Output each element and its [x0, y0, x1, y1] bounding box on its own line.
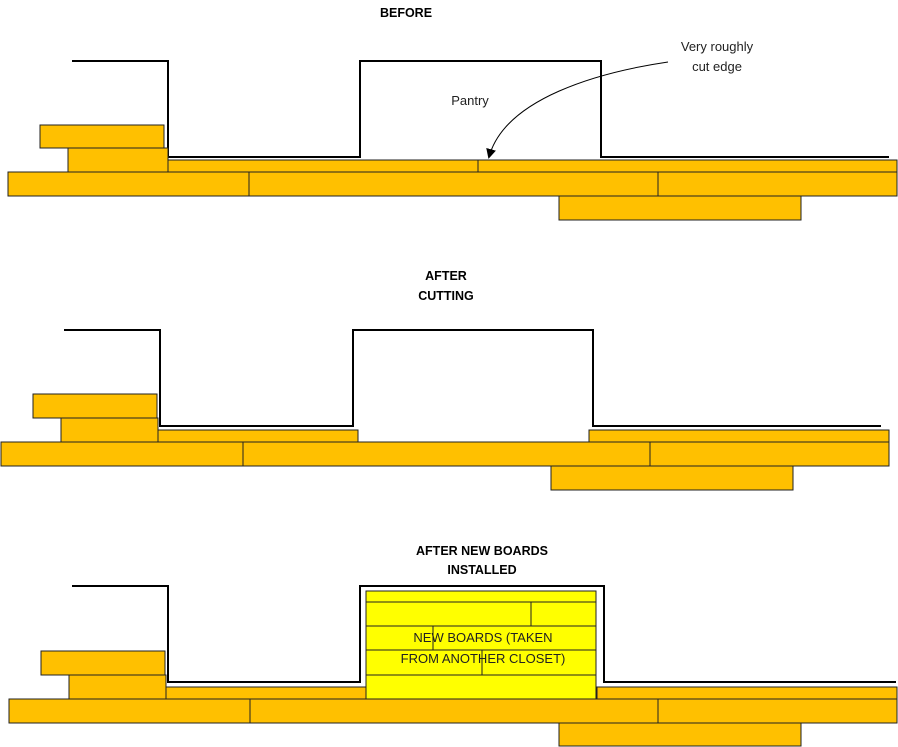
after-cutting-board-row3-c [649, 441, 890, 467]
after-cutting-board-row3-b [242, 441, 651, 467]
new-board-row-2a [365, 601, 532, 627]
new-board-row-4b [481, 649, 597, 676]
cut-edge-annotation-line1: Very roughly [681, 39, 754, 54]
after-cutting-board-row2-trimmed-left [157, 429, 359, 443]
new-board-row-1 [365, 590, 597, 603]
before-board-row3-c [657, 171, 898, 197]
after-new-board-row3-b [249, 698, 659, 724]
new-board-row-5 [365, 674, 597, 700]
after-new-board-row2-trimmed-left [165, 686, 367, 700]
after-cutting-board-row2-left [60, 417, 159, 443]
after-new-boards-floor-boards [8, 650, 898, 747]
after-cutting-board-row2-trimmed-right [588, 429, 890, 443]
before-board-row3-b [248, 171, 659, 197]
new-board-row-2b [530, 601, 597, 627]
before-floor-boards [7, 124, 898, 221]
after-new-board-top-left [40, 650, 166, 676]
after-new-boards-heading-line2: INSTALLED [447, 563, 516, 577]
after-cutting-heading-line1: AFTER [425, 269, 467, 283]
cut-edge-arrow [486, 61, 669, 159]
cut-edge-annotation-line2: cut edge [692, 59, 742, 74]
after-new-board-row2-trimmed-right [596, 686, 898, 700]
before-board-bottom [558, 195, 802, 221]
before-board-row2-left [67, 147, 169, 173]
before-board-row2-pantry-right [477, 159, 898, 173]
after-new-board-row3-a [8, 698, 251, 724]
before-panel: BEFORE Pantry Very roughly cut edge [7, 6, 898, 221]
after-new-board-bottom [558, 722, 802, 747]
after-new-boards-wall-outline [72, 585, 896, 683]
before-board-top-left [39, 124, 165, 149]
new-board-row-3b [432, 625, 597, 651]
after-new-boards-heading-line1: AFTER NEW BOARDS [416, 544, 548, 558]
before-board-row2-pantry-left [167, 159, 479, 173]
new-board-row-3a [365, 625, 434, 651]
after-cutting-wall-outline [64, 329, 881, 427]
before-heading: BEFORE [380, 6, 432, 20]
after-cutting-panel: AFTER CUTTING [0, 269, 890, 491]
after-cutting-floor-boards [0, 393, 890, 491]
after-cutting-board-bottom [550, 465, 794, 491]
new-boards-patch: NEW BOARDS (TAKEN FROM ANOTHER CLOSET) [365, 590, 597, 700]
new-boards-label-line1: NEW BOARDS (TAKEN [413, 630, 552, 645]
after-new-board-row3-c [657, 698, 898, 724]
after-new-board-row2-left [68, 674, 167, 700]
new-boards-label-line2: FROM ANOTHER CLOSET) [401, 651, 566, 666]
after-cutting-heading-line2: CUTTING [418, 289, 474, 303]
before-wall-outline [72, 60, 889, 158]
after-cutting-board-row3-a [0, 441, 244, 467]
after-new-boards-panel: AFTER NEW BOARDS INSTALLED NEW BOARDS (T… [8, 544, 898, 747]
before-board-row3-a [7, 171, 250, 197]
after-cutting-board-top-left [32, 393, 158, 419]
pantry-label: Pantry [451, 93, 489, 108]
